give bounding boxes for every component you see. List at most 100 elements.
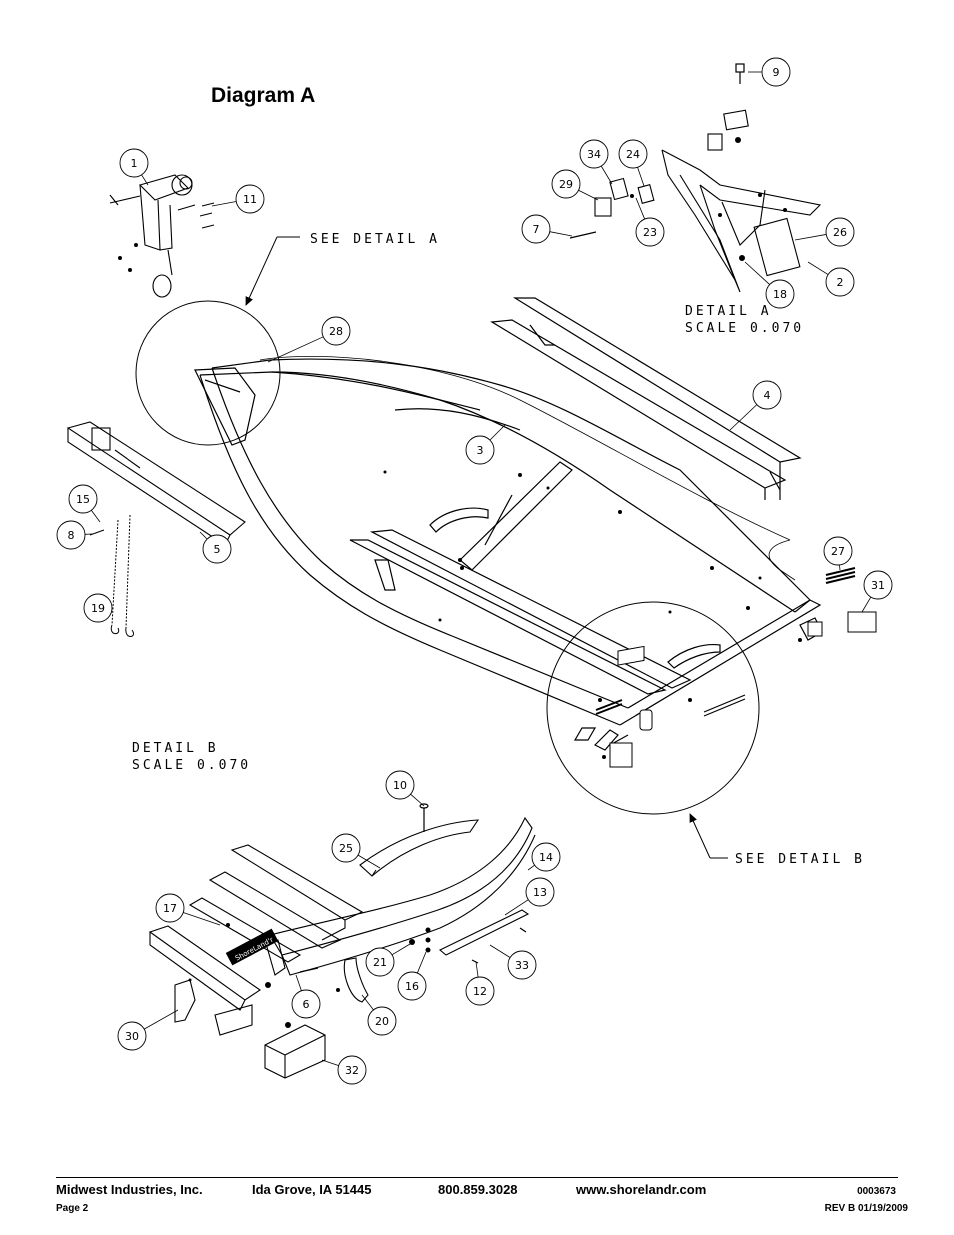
callout-number-6: 6 — [303, 998, 310, 1011]
detail-a-leader — [245, 236, 300, 306]
footer-doc-number: 0003673 — [857, 1186, 896, 1197]
callout-number-14: 14 — [539, 851, 553, 864]
callout-leader-25 — [357, 854, 381, 869]
callout-leader-33 — [489, 944, 511, 958]
footer-rule — [56, 1177, 898, 1178]
callout-circle-28 — [321, 316, 351, 346]
footer-location: Ida Grove, IA 51445 — [252, 1182, 372, 1197]
footer-page: Page 2 — [56, 1203, 89, 1214]
see-detail-a-label: SEE DETAIL A — [310, 232, 440, 247]
detail-b-leader — [689, 813, 728, 859]
callout-circle-26 — [825, 217, 855, 247]
callout-leader-17 — [183, 912, 221, 926]
callout-circle-5 — [202, 534, 232, 564]
callout-number-4: 4 — [764, 389, 771, 402]
callout-number-3: 3 — [477, 444, 484, 457]
callout-number-5: 5 — [214, 543, 221, 556]
detail-a-heading: DETAIL A — [685, 304, 772, 319]
winch-hardware — [118, 243, 138, 272]
callout-leader-23 — [635, 197, 646, 220]
callout-circle-4 — [752, 380, 782, 410]
callout-circle-19 — [83, 593, 113, 623]
callout-leader-20 — [361, 994, 374, 1011]
callout-number-15: 15 — [76, 493, 90, 506]
callout-leader-29 — [578, 189, 599, 201]
callout-leader-27 — [839, 564, 841, 571]
callout-circle-33 — [507, 950, 537, 980]
callout-leader-28 — [267, 336, 324, 363]
callout-circle-16 — [397, 971, 427, 1001]
callout-number-8: 8 — [68, 529, 75, 542]
callout-number-2: 2 — [837, 276, 844, 289]
callout-number-26: 26 — [833, 226, 847, 239]
callout-circle-21 — [365, 947, 395, 977]
frame-hardware — [609, 611, 877, 768]
callout-number-16: 16 — [405, 980, 419, 993]
see-detail-b-label: SEE DETAIL B — [735, 852, 865, 867]
callout-leader-2 — [807, 261, 829, 275]
callout-number-9: 9 — [773, 66, 780, 79]
callout-leader-26 — [794, 234, 827, 241]
rear-decal — [825, 567, 856, 584]
callout-leader-5 — [199, 531, 208, 540]
callout-circle-25 — [331, 833, 361, 863]
page-title: Diagram A — [211, 84, 316, 107]
tongue-bolt — [89, 529, 105, 536]
footer-phone: 800.859.3028 — [438, 1182, 518, 1197]
callout-leader-31 — [861, 596, 872, 613]
callout-leader-21 — [391, 943, 411, 956]
detail-a-holes — [630, 137, 787, 261]
detail-a-drawing — [594, 109, 822, 293]
detail-a-scale: SCALE 0.070 — [685, 321, 804, 336]
callout-bubbles: 1234567891011121314151617181920212324252… — [56, 57, 893, 1085]
callout-circle-11 — [235, 184, 265, 214]
callout-number-31: 31 — [871, 579, 885, 592]
callout-leader-12 — [475, 961, 479, 978]
detail-b-bolts — [299, 803, 527, 973]
footer-company: Midwest Industries, Inc. — [56, 1182, 203, 1197]
callout-number-19: 19 — [91, 602, 105, 615]
callout-leader-4 — [729, 404, 758, 431]
callout-leader-14 — [527, 864, 535, 871]
callout-circle-3 — [465, 435, 495, 465]
callout-circle-13 — [525, 877, 555, 907]
callout-leader-11 — [211, 201, 237, 207]
callout-circle-30 — [117, 1021, 147, 1051]
callout-circle-31 — [863, 570, 893, 600]
callout-leader-34 — [600, 165, 613, 185]
callout-number-24: 24 — [626, 148, 640, 161]
detail-a-bolts — [569, 63, 745, 239]
callout-circle-29 — [551, 169, 581, 199]
callout-number-10: 10 — [393, 779, 407, 792]
callout-number-25: 25 — [339, 842, 353, 855]
callout-number-23: 23 — [643, 226, 657, 239]
callout-circle-20 — [367, 1006, 397, 1036]
callout-circle-2 — [825, 267, 855, 297]
callout-circle-23 — [635, 217, 665, 247]
callout-number-33: 33 — [515, 959, 529, 972]
callout-number-28: 28 — [329, 325, 343, 338]
callout-circle-10 — [385, 770, 415, 800]
callout-number-20: 20 — [375, 1015, 389, 1028]
callout-number-7: 7 — [533, 223, 540, 236]
callout-leader-7 — [549, 231, 573, 237]
callout-number-17: 17 — [163, 902, 177, 915]
callout-circle-34 — [579, 139, 609, 169]
callout-number-12: 12 — [473, 985, 487, 998]
callout-circle-14 — [531, 842, 561, 872]
callout-leader-3 — [489, 424, 506, 441]
tongue — [66, 421, 246, 546]
safety-chains — [110, 514, 134, 637]
callout-circle-9 — [761, 57, 791, 87]
callout-leader-6 — [295, 974, 302, 991]
callout-number-21: 21 — [373, 956, 387, 969]
callout-leader-16 — [416, 951, 427, 974]
callout-leader-15 — [90, 510, 101, 523]
callout-circle-32 — [337, 1055, 367, 1085]
callout-circle-7 — [521, 214, 551, 244]
callout-circle-12 — [465, 976, 495, 1006]
callout-number-11: 11 — [243, 193, 257, 206]
detail-b-hardware — [188, 923, 431, 1028]
callout-leader-30 — [143, 1009, 179, 1030]
